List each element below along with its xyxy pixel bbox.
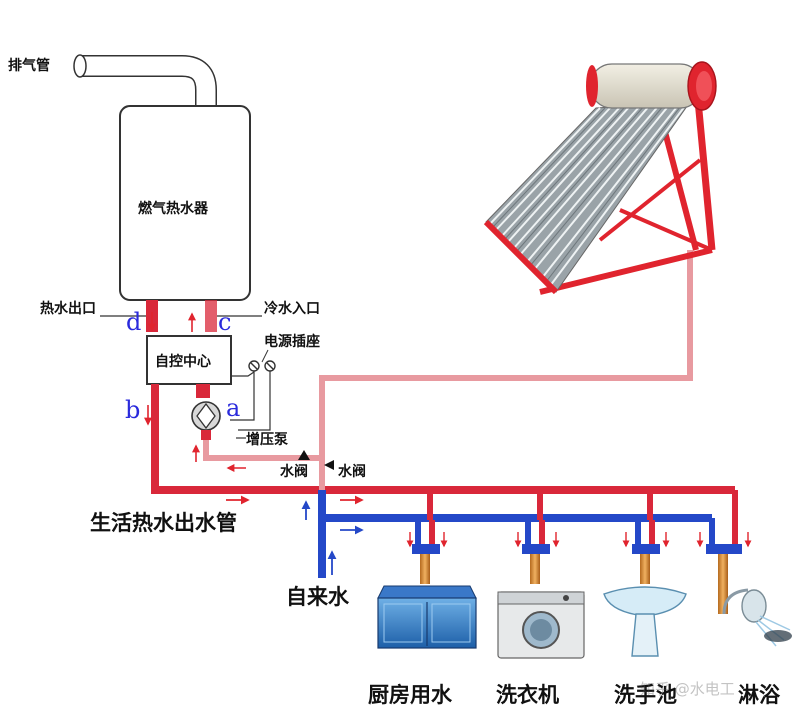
valve-right-label: 水阀 — [338, 463, 366, 480]
power-socket-icon — [248, 360, 276, 372]
wash-basin-icon — [603, 586, 687, 657]
hot-water-outlet-label: 热水出口 — [40, 300, 96, 317]
wash-basin-branch — [622, 490, 670, 584]
gas-water-heater — [119, 105, 251, 301]
control-center — [146, 335, 232, 385]
washing-machine-label: 洗衣机 — [496, 683, 559, 707]
shower-head-icon — [722, 588, 792, 647]
power-socket-label: 电源插座 — [264, 333, 320, 350]
shower-label: 淋浴 — [738, 683, 781, 707]
valve-left-label: 水阀 — [280, 463, 308, 480]
washing-machine-branch — [514, 490, 560, 584]
return-pipe-to-pump — [203, 440, 322, 461]
kitchen-sink-cabinet-icon — [377, 585, 477, 649]
washing-machine-icon — [497, 591, 585, 659]
gas-heater-label: 燃气热水器 — [138, 200, 209, 217]
exhaust-pipe — [73, 54, 217, 108]
watermark: 知乎 @水电工 — [640, 680, 735, 698]
cold-water-inlet-label: 冷水入口 — [264, 300, 320, 317]
letter-a: a — [226, 394, 240, 422]
valve-left-icon — [298, 450, 310, 460]
control-center-label: 自控中心 — [155, 353, 211, 370]
exhaust-pipe-label: 排气管 — [8, 57, 50, 74]
booster-pump-label: 增压泵 — [246, 431, 288, 448]
tap-water-label: 自来水 — [286, 585, 350, 609]
wash-basin-label: 洗手池 — [614, 683, 677, 707]
booster-pump-icon — [191, 384, 221, 440]
valve-right-icon — [324, 460, 334, 470]
cold-inlet-stub — [205, 300, 217, 332]
kitchen-label: 厨房用水 — [368, 683, 453, 707]
solar-water-heater — [483, 61, 717, 295]
shower-branch — [696, 490, 752, 614]
solar-supply-pipe — [319, 250, 693, 490]
hot-water-main-label: 生活热水出水管 — [90, 511, 237, 535]
letter-d: d — [126, 308, 141, 336]
kitchen-branch — [406, 490, 448, 584]
letter-b: b — [125, 396, 140, 424]
letter-c: c — [218, 308, 231, 336]
hot-pipe-heater-down — [151, 384, 735, 494]
